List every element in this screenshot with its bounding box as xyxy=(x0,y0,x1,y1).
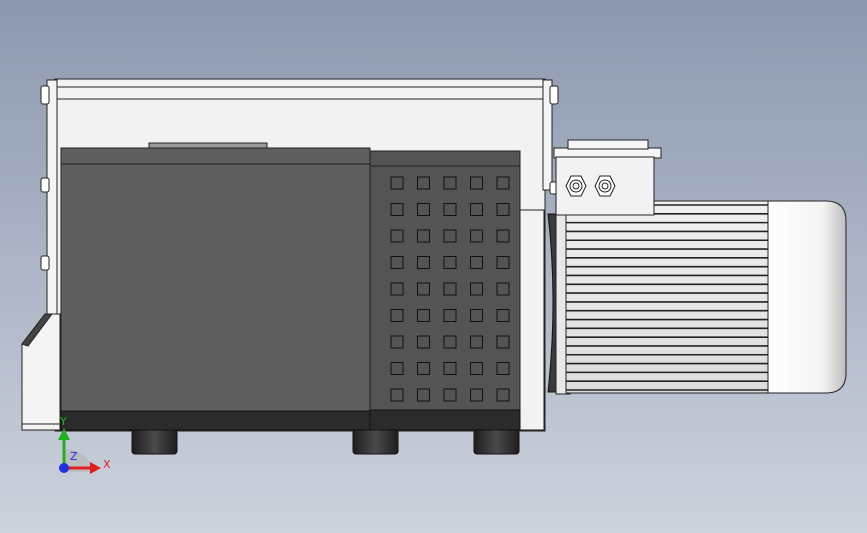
vent-slot xyxy=(417,256,430,269)
cable-gland-2 xyxy=(594,175,616,197)
vent-slot xyxy=(417,282,430,296)
pump-base xyxy=(60,410,371,431)
bolt-left-mid xyxy=(40,177,50,193)
foot-middle xyxy=(352,429,399,455)
triad-x-label: X xyxy=(103,458,111,471)
vent-slot xyxy=(443,309,457,322)
vent-slot xyxy=(417,388,430,402)
housing-left-bracket-shade xyxy=(21,313,53,347)
motor-body xyxy=(565,200,847,394)
motor-end-cap xyxy=(767,200,847,394)
vent-slot xyxy=(470,203,483,216)
housing-left-bracket xyxy=(21,313,61,431)
housing-left-post xyxy=(46,79,58,315)
vent-slot xyxy=(470,176,483,190)
triad-x-arrowhead xyxy=(90,462,101,474)
vent-slot xyxy=(496,362,510,375)
bolt-left-low xyxy=(40,255,50,271)
vent-slot xyxy=(443,362,457,375)
vent-slot xyxy=(390,229,404,243)
vent-slot xyxy=(417,362,430,375)
vent-slot xyxy=(417,203,430,216)
housing-right-post xyxy=(542,79,553,191)
vent-grid xyxy=(390,176,510,402)
vent-slot xyxy=(470,388,483,402)
vent-slot xyxy=(496,176,510,190)
triad-z-label: Z xyxy=(70,450,78,463)
pump-body xyxy=(60,142,371,431)
triad-arc xyxy=(64,448,94,472)
vent-slot xyxy=(417,335,430,349)
motor-fins xyxy=(566,204,768,391)
bolt-right-top xyxy=(549,85,559,105)
vent-slot xyxy=(417,229,430,243)
triad-y-arrowhead xyxy=(58,428,70,440)
vent-slot xyxy=(470,335,483,349)
orientation-triad[interactable]: Y X Z xyxy=(58,415,111,474)
vent-slot xyxy=(496,229,510,243)
vent-slot xyxy=(496,388,510,402)
vent-slot xyxy=(470,309,483,322)
vent-slot xyxy=(417,309,430,322)
housing-right-flange xyxy=(517,209,545,431)
terminal-box xyxy=(553,139,662,216)
motor-fin-block xyxy=(565,200,771,394)
foot-right xyxy=(473,429,520,455)
vent-slot xyxy=(443,256,457,269)
vent-panel-base xyxy=(369,409,521,431)
support-feet xyxy=(131,429,520,455)
vent-slot xyxy=(496,203,510,216)
vent-slot xyxy=(443,176,457,190)
vent-slot xyxy=(390,203,404,216)
triad-y-label: Y xyxy=(59,415,67,428)
vent-slot xyxy=(390,335,404,349)
vent-panel-body xyxy=(369,150,521,412)
vent-slot xyxy=(443,203,457,216)
cable-gland-1 xyxy=(565,175,587,197)
vent-slot xyxy=(470,362,483,375)
vent-slot xyxy=(390,282,404,296)
vent-slot xyxy=(443,229,457,243)
vent-slot xyxy=(417,176,430,190)
foot-left xyxy=(131,429,178,455)
vent-slot xyxy=(443,282,457,296)
vent-slot xyxy=(496,282,510,296)
vent-slot xyxy=(443,388,457,402)
vent-slot xyxy=(390,309,404,322)
vent-slot xyxy=(470,256,483,269)
terminal-box-lid-top xyxy=(567,139,649,150)
vent-slot xyxy=(496,335,510,349)
vent-panel xyxy=(369,150,521,431)
vent-slot xyxy=(470,229,483,243)
bolt-left-top xyxy=(40,85,50,105)
vent-slot xyxy=(496,256,510,269)
vent-slot xyxy=(390,176,404,190)
pump-main-block xyxy=(60,147,371,413)
vent-slot xyxy=(443,335,457,349)
vent-slot xyxy=(470,282,483,296)
triad-z-axis xyxy=(59,463,69,473)
vent-slot xyxy=(390,362,404,375)
vent-slot xyxy=(390,388,404,402)
vent-slot xyxy=(496,309,510,322)
vent-slot xyxy=(390,256,404,269)
